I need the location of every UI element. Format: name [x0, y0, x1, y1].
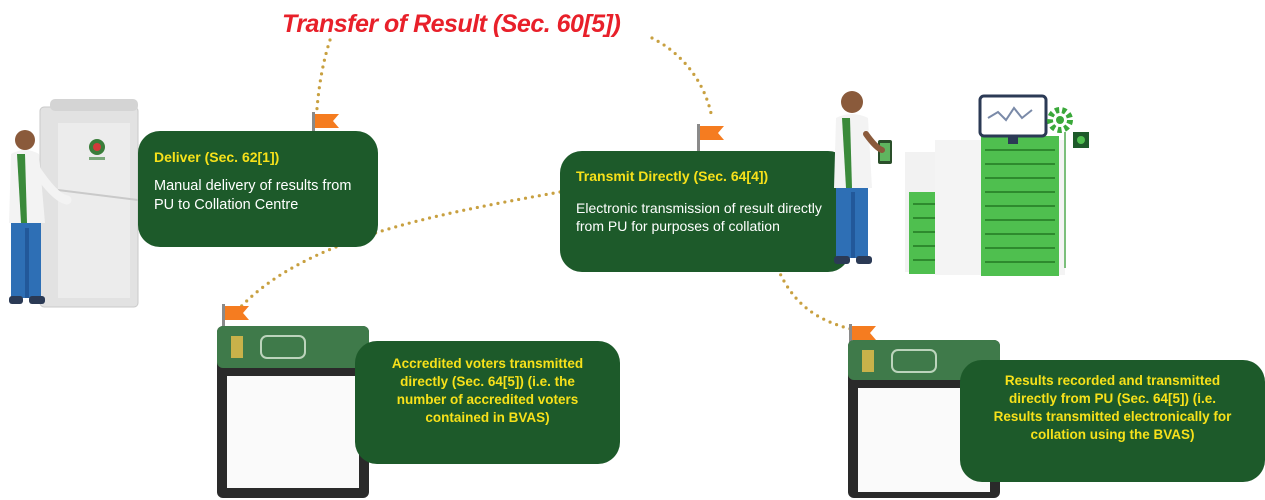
- connector-transmit-to-results: [773, 260, 857, 332]
- transmit-card: Transmit Directly (Sec. 64[4]) Electroni…: [560, 151, 850, 272]
- monitor-icon: [978, 94, 1048, 144]
- deliver-heading: Deliver (Sec. 62[1]): [154, 149, 280, 165]
- ballot-box-icon: [39, 99, 139, 308]
- flag-icon: [312, 112, 339, 144]
- results-text: Results recorded and transmitted directl…: [993, 373, 1232, 442]
- deliver-body: Manual delivery of results from PU to Co…: [154, 178, 352, 213]
- bvas-device-icon: [217, 326, 369, 498]
- deliver-card: Deliver (Sec. 62[1]) Manual delivery of …: [138, 131, 378, 247]
- accredited-text: Accredited voters transmitted directly (…: [391, 356, 584, 425]
- connector-title-to-deliver: [314, 38, 332, 124]
- gear-icon: [1047, 107, 1073, 133]
- transmit-heading: Transmit Directly (Sec. 64[4]): [576, 168, 769, 184]
- flag-icon: [222, 304, 249, 336]
- accredited-card: Accredited voters transmitted directly (…: [355, 341, 620, 464]
- connector-title-to-transmit: [650, 36, 714, 120]
- voter-person-icon: [9, 130, 72, 304]
- flag-icon: [697, 124, 724, 156]
- page-title: Transfer of Result (Sec. 60[5]): [282, 10, 621, 38]
- server-rack-icon: [905, 132, 1089, 276]
- flag-icon: [849, 324, 876, 356]
- officer-person-icon: [834, 91, 892, 264]
- transmit-body: Electronic transmission of result direct…: [576, 200, 822, 234]
- results-card: Results recorded and transmitted directl…: [960, 360, 1265, 482]
